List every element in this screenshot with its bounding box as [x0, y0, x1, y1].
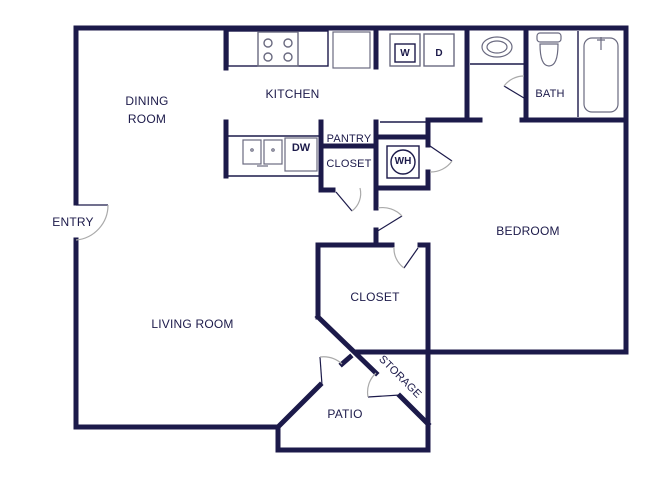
room-label-bedroom: BEDROOM — [496, 224, 560, 238]
room-label-pantry: PANTRY — [326, 133, 372, 145]
dishwasher-label: DW — [291, 142, 311, 154]
dining-label-line2: ROOM — [127, 112, 167, 126]
upper-counter — [227, 30, 329, 67]
room-label-living: LIVING ROOM — [151, 317, 234, 331]
room-label-kitchen: KITCHEN — [265, 87, 320, 101]
room-label-bath: BATH — [535, 88, 565, 100]
water-heater-box — [386, 145, 420, 179]
patio-diag-left — [274, 381, 324, 431]
bathroom-sink-icon — [481, 36, 513, 58]
washer-box — [389, 33, 421, 67]
lower-counter — [228, 135, 320, 177]
stove-icon — [257, 31, 299, 67]
dryer-box — [423, 33, 455, 67]
storage-diag — [396, 392, 432, 428]
room-label-patio: PATIO — [327, 407, 363, 421]
dining-label-line1: DINING — [125, 94, 169, 108]
bathtub-icon — [583, 37, 619, 113]
dryer-label: D — [435, 48, 443, 59]
dishwasher-box — [284, 137, 318, 172]
room-label-closet-bedroom: CLOSET — [350, 290, 400, 304]
refrigerator-icon — [332, 31, 371, 69]
water-heater-label: WH — [394, 156, 412, 167]
room-label-closet-small: CLOSET — [326, 158, 372, 170]
room-label-dining: DINING ROOM — [112, 92, 182, 128]
room-label-entry: ENTRY — [52, 215, 94, 229]
patio-stub — [338, 353, 354, 368]
washer-label: W — [400, 48, 410, 59]
door-swing-icon — [75, 75, 525, 398]
sink-icon — [242, 139, 283, 167]
toilet-icon — [536, 32, 562, 67]
bed-closet-diag — [314, 313, 380, 377]
